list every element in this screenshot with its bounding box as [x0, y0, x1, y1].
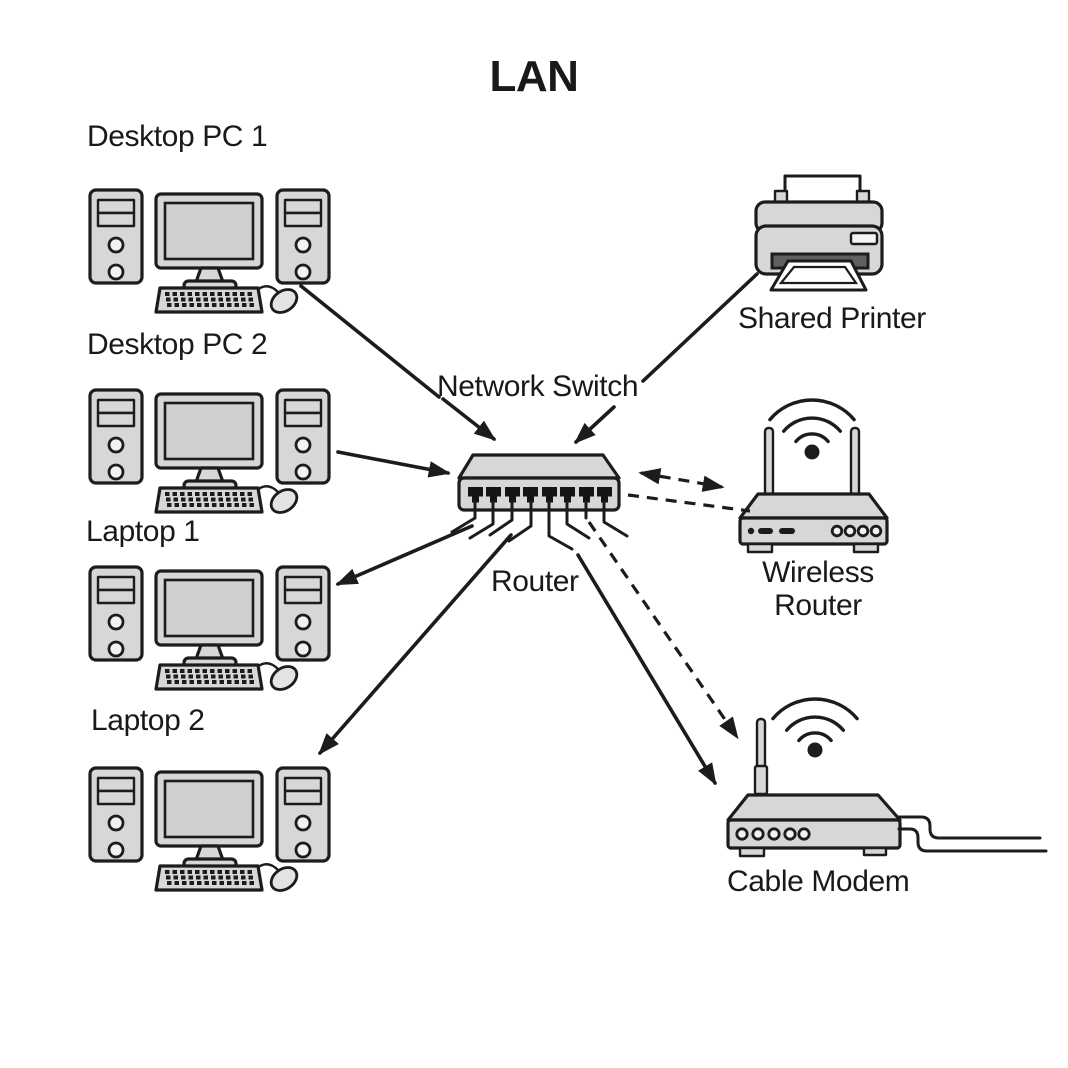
connections [299, 272, 759, 786]
laptop-2-icon [88, 766, 331, 898]
printer-button [849, 231, 879, 246]
wireless-router-label: Wireless Router [762, 556, 874, 622]
desktop-pc-2-icon [88, 388, 331, 520]
link-pc1-switch-head [441, 397, 497, 441]
cable-modem-label: Cable Modem [727, 865, 910, 898]
laptop-2-label: Laptop 2 [91, 704, 205, 737]
network-switch-icon [450, 453, 629, 551]
link-pc2-switch [336, 450, 451, 478]
link-switch-cable-modem-dashed [587, 521, 739, 740]
router-label: Router [491, 565, 579, 598]
wifi-signal-icon [771, 697, 859, 758]
antenna-icon [755, 717, 767, 771]
antenna-icon [763, 426, 775, 498]
link-switch-wireless-router-upper [638, 468, 725, 492]
laptop-1-label: Laptop 1 [86, 515, 200, 548]
printer-icon [754, 174, 884, 292]
antenna-icon [849, 426, 861, 498]
coax-cable [897, 815, 1048, 853]
desktop-pc-2-label: Desktop PC 2 [87, 328, 268, 361]
link-switch-cable-modem-solid [576, 553, 717, 786]
laptop-1-icon [88, 565, 331, 697]
link-printer-switch [641, 272, 759, 383]
desktop-pc-1-icon [88, 188, 331, 320]
link-switch-laptop1 [335, 524, 474, 586]
switch-ports [468, 487, 612, 503]
link-printer-switch-head [573, 405, 616, 444]
cable-modem-icon [726, 697, 1048, 858]
link-switch-wireless-router-lower [627, 493, 751, 513]
diagram-title: LAN [489, 52, 579, 101]
switch-cables [450, 500, 629, 551]
desktop-pc-1-label: Desktop PC 1 [87, 120, 268, 153]
wifi-signal-icon [768, 398, 856, 460]
link-pc1-switch [299, 284, 441, 399]
shared-printer-label: Shared Printer [738, 302, 926, 335]
link-switch-laptop2 [318, 533, 513, 756]
wireless-router-icon [738, 398, 889, 554]
network-switch-label: Network Switch [437, 370, 639, 403]
